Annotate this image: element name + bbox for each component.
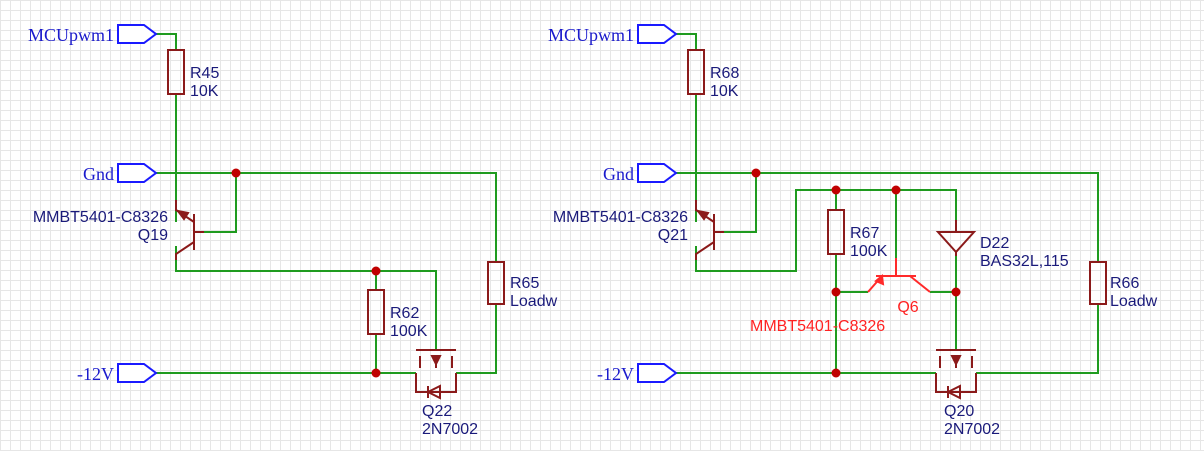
- q21-value: MMBT5401-C8326: [553, 209, 688, 226]
- q6-ref: Q6: [897, 299, 918, 316]
- junction-dot: [371, 266, 381, 276]
- net-port-mcupwm1: [117, 24, 158, 44]
- junction-dot: [371, 368, 381, 378]
- resistor-r67: [827, 209, 845, 255]
- diode-d22: [935, 220, 977, 256]
- net-label-gnd: Gnd: [603, 164, 634, 184]
- junction-dot: [891, 185, 901, 195]
- transistor-q21: [695, 200, 724, 260]
- resistor-r62: [367, 289, 385, 335]
- r62-value: 100K: [390, 323, 428, 340]
- mosfet-q20: [935, 349, 977, 400]
- junction-dot: [831, 287, 841, 297]
- r62-ref: R62: [390, 305, 419, 322]
- net-port-mcupwm1: [637, 24, 678, 44]
- net-label-neg12v: -12V: [597, 364, 634, 384]
- transistor-q19: [175, 200, 204, 260]
- r66-value: Loadw: [1110, 293, 1158, 310]
- d22-ref: D22: [980, 235, 1009, 252]
- q20-ref: Q20: [944, 403, 974, 420]
- net-port-gnd: [117, 163, 158, 183]
- right-circuit: MCUpwm1 Gnd -12V R68 10K MMBT5401-C8326 …: [548, 24, 1158, 438]
- q19-value: MMBT5401-C8326: [33, 209, 168, 226]
- net-port-gnd: [637, 163, 678, 183]
- net-port-neg12v: [117, 363, 158, 383]
- mosfet-q22: [415, 349, 457, 400]
- r67-ref: R67: [850, 225, 879, 242]
- q19-ref: Q19: [138, 227, 168, 244]
- q22-value: 2N7002: [422, 421, 478, 438]
- r65-ref: R65: [510, 275, 539, 292]
- q6-value: MMBT5401-C8326: [750, 318, 885, 335]
- left-circuit: MCUpwm1 Gnd -12V R45 10K MMBT5401-C8326 …: [28, 24, 558, 438]
- junction-dot: [231, 168, 241, 178]
- transistor-q6: [867, 258, 931, 293]
- net-port-neg12v: [637, 363, 678, 383]
- junction-dot: [831, 368, 841, 378]
- resistor-r65: [487, 261, 505, 305]
- r66-ref: R66: [1110, 275, 1139, 292]
- q22-ref: Q22: [422, 403, 452, 420]
- r68-value: 10K: [710, 83, 739, 100]
- resistor-r66: [1089, 261, 1107, 305]
- resistor-r45: [167, 49, 185, 95]
- net-label-gnd: Gnd: [83, 164, 114, 184]
- r65-value: Loadw: [510, 293, 558, 310]
- r68-ref: R68: [710, 65, 739, 82]
- junction-dot: [951, 287, 961, 297]
- right-wires: [676, 33, 1099, 374]
- r67-value: 100K: [850, 243, 888, 260]
- net-label-neg12v: -12V: [77, 364, 114, 384]
- junction-dot: [751, 168, 761, 178]
- net-label-mcupwm1: MCUpwm1: [548, 25, 634, 45]
- r45-value: 10K: [190, 83, 219, 100]
- q20-value: 2N7002: [944, 421, 1000, 438]
- r45-ref: R45: [190, 65, 219, 82]
- resistor-r68: [687, 49, 705, 95]
- q21-ref: Q21: [658, 227, 688, 244]
- d22-value: BAS32L,115: [980, 253, 1069, 270]
- junction-dot: [831, 185, 841, 195]
- net-label-mcupwm1: MCUpwm1: [28, 25, 114, 45]
